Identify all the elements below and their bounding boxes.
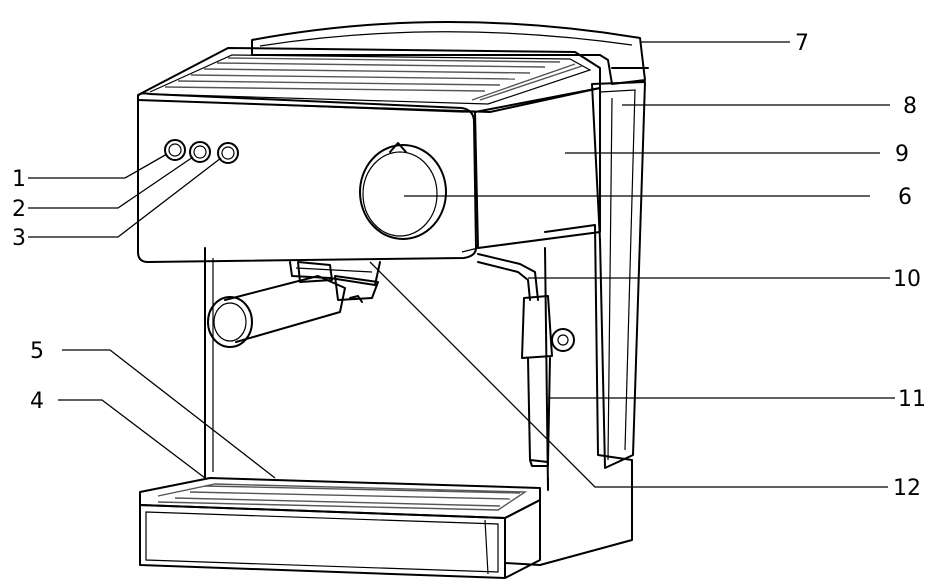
callout-5: 5 [30,339,44,364]
water-tank [591,81,646,469]
top-lid [251,21,649,85]
drip-tray [139,477,541,579]
steam-wand [477,253,575,467]
leader-lines [28,41,895,488]
machine-body [137,21,649,579]
callout-10: 10 [893,267,921,292]
portafilter [207,261,379,348]
callout-8: 8 [903,94,917,119]
callout-9: 9 [895,142,909,167]
steam-control-knob [359,142,447,240]
callout-6: 6 [898,185,912,210]
control-panel [137,92,477,263]
callout-labels: 1 2 3 4 5 6 7 8 9 10 11 12 [12,31,926,501]
callout-3: 3 [12,226,26,251]
callout-12: 12 [893,476,921,501]
callout-1: 1 [12,167,26,192]
control-buttons [164,139,239,164]
callout-4: 4 [30,389,44,414]
callout-2: 2 [12,197,26,222]
callout-11: 11 [898,387,926,412]
callout-7: 7 [795,31,809,56]
